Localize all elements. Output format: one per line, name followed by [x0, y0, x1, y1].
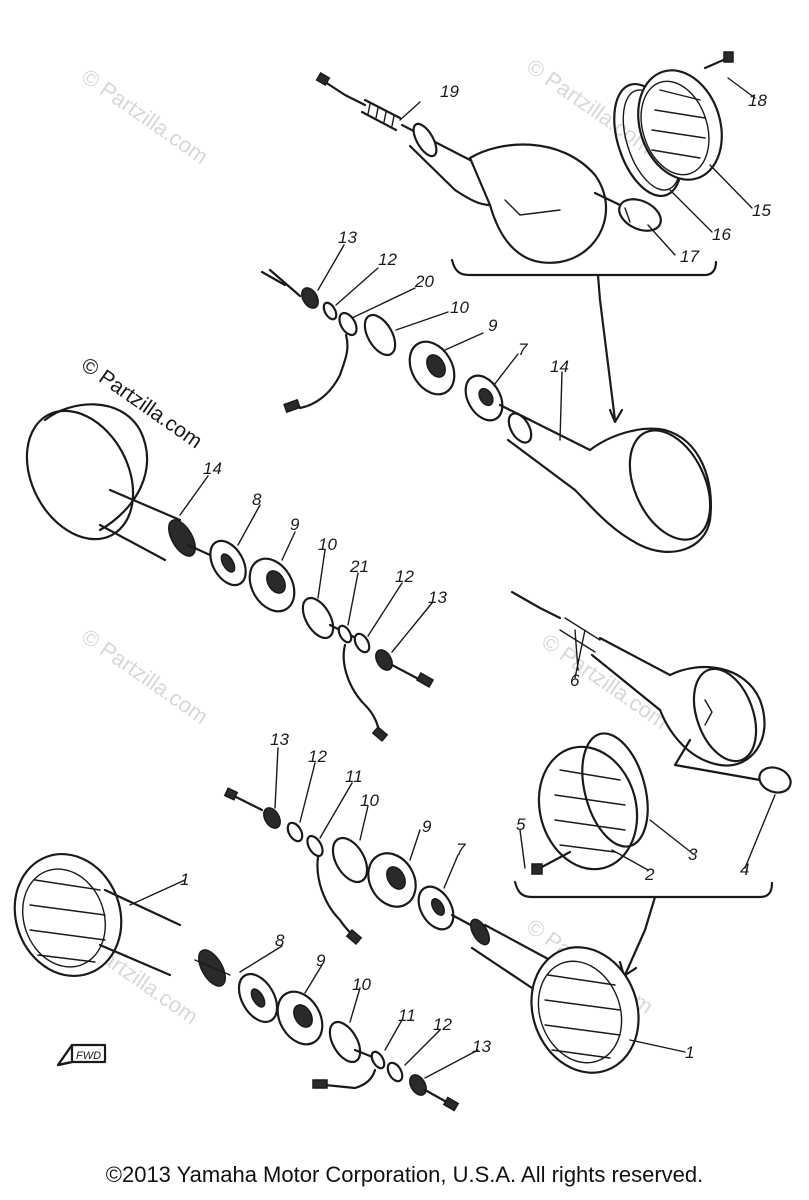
- callout-9: 9: [316, 951, 326, 970]
- callout-21: 21: [349, 557, 369, 576]
- callout-15: 15: [752, 201, 771, 220]
- callout-17: 17: [680, 247, 699, 266]
- callout-14: 14: [550, 357, 569, 376]
- callout-18: 18: [748, 91, 767, 110]
- callout-4: 4: [740, 860, 749, 879]
- copyright-text: ©2013 Yamaha Motor Corporation, U.S.A. A…: [105, 1162, 704, 1187]
- callout-2: 2: [644, 865, 655, 884]
- callout-16: 16: [712, 225, 731, 244]
- lower-fittings-row: [223, 787, 640, 1074]
- exploded-parts-diagram: © Partzilla.com © Partzilla.com © Partzi…: [13, 51, 792, 1112]
- callout-13: 13: [338, 228, 357, 247]
- callout-12: 12: [395, 567, 414, 586]
- callout-10: 10: [352, 975, 371, 994]
- top-flasher-assembly: [315, 51, 734, 424]
- left-mid-assembly: [25, 403, 435, 742]
- callout-7: 7: [518, 340, 528, 359]
- callout-8: 8: [252, 490, 262, 509]
- callout-13: 13: [270, 730, 289, 749]
- callout-5: 5: [516, 815, 526, 834]
- callout-10: 10: [360, 791, 379, 810]
- callout-20: 20: [414, 272, 434, 291]
- callout-3: 3: [688, 845, 698, 864]
- lower-left-assembly: [13, 852, 460, 1112]
- callout-10: 10: [450, 298, 469, 317]
- right-mid-assembly: [510, 590, 792, 978]
- callout-9: 9: [290, 515, 300, 534]
- watermark: © Partzilla.com: [77, 64, 213, 170]
- callout-7: 7: [456, 840, 466, 859]
- callout-8: 8: [275, 931, 285, 950]
- leader-lines: [129, 77, 776, 1079]
- fwd-arrow-label: FWD: [76, 1050, 101, 1062]
- callout-6: 6: [570, 671, 580, 690]
- callout-19: 19: [440, 82, 459, 101]
- callout-labels: 19 18 15 16 17 13 12 20 10 9 7 14 14 8 9…: [180, 82, 771, 1062]
- callout-1: 1: [180, 870, 189, 889]
- callout-9: 9: [422, 817, 432, 836]
- callout-13: 13: [428, 588, 447, 607]
- callout-14: 14: [203, 459, 222, 478]
- callout-12: 12: [378, 250, 397, 269]
- fwd-arrow: FWD: [56, 1043, 107, 1067]
- callout-1: 1: [685, 1043, 694, 1062]
- callout-11: 11: [345, 767, 363, 786]
- callout-12: 12: [308, 747, 327, 766]
- callout-11: 11: [398, 1006, 416, 1025]
- watermark: © Partzilla.com: [537, 629, 673, 735]
- upper-right-assembly: [260, 268, 712, 553]
- callout-13: 13: [472, 1037, 491, 1056]
- callout-10: 10: [318, 535, 337, 554]
- callout-12: 12: [433, 1015, 452, 1034]
- callout-9: 9: [488, 316, 498, 335]
- watermark: © Partzilla.com: [77, 624, 213, 730]
